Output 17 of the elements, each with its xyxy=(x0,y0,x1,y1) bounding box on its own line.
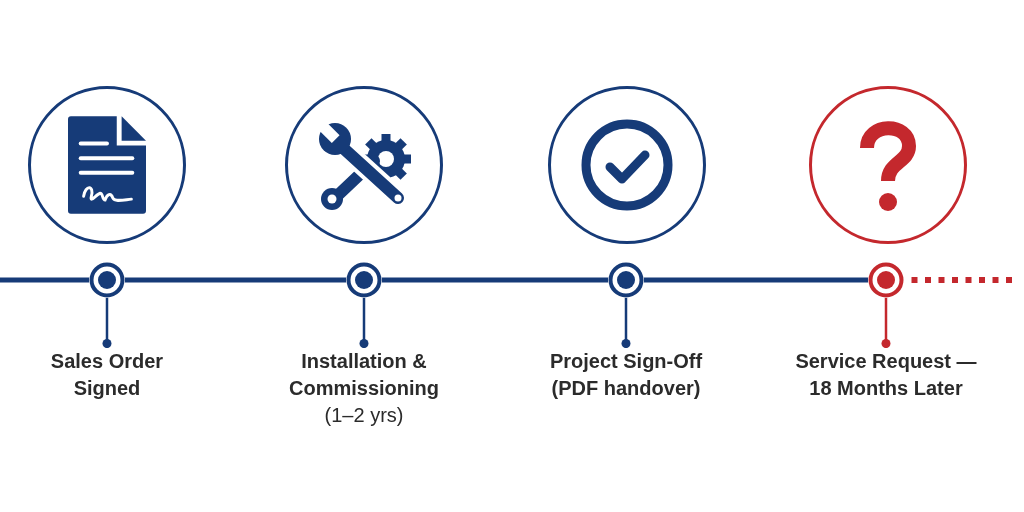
timeline-line xyxy=(382,277,608,283)
stem-line xyxy=(621,298,631,348)
timeline-marker xyxy=(346,262,382,298)
timeline-line xyxy=(125,277,346,283)
timeline-marker xyxy=(89,262,125,298)
timeline-line xyxy=(644,277,868,283)
stem-line xyxy=(359,298,369,348)
timeline-marker xyxy=(868,262,904,298)
stem-line xyxy=(102,298,112,348)
stem-line xyxy=(881,298,891,348)
duration-note: (1–2 yrs) xyxy=(324,403,404,428)
timeline-marker xyxy=(608,262,644,298)
milestone-label: Sales Order Signed xyxy=(45,348,169,402)
milestone-label: Service Request — 18 Months Later xyxy=(790,348,982,402)
milestone-label: Project Sign-Off (PDF handover) xyxy=(541,348,711,402)
timeline-line xyxy=(0,277,89,283)
milestone-label: Installation & Commissioning xyxy=(288,349,440,401)
